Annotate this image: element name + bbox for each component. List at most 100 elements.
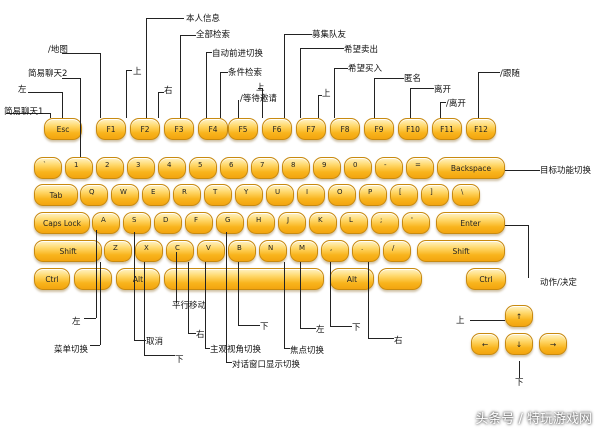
leader-line: [146, 18, 184, 19]
key-q: Q: [80, 184, 108, 206]
label-cancel: 取消: [146, 337, 164, 347]
key-f2: F2: [130, 118, 160, 140]
label-left-bottom: 左: [72, 317, 81, 327]
key-label: [: [399, 188, 402, 196]
key-label: F8: [340, 124, 350, 134]
leader-line: [205, 348, 210, 349]
leader-line: [134, 232, 135, 340]
key-v: V: [197, 240, 225, 262]
key-8: 8: [282, 157, 310, 179]
key-f12: F12: [466, 118, 496, 140]
key-label: F12: [474, 124, 488, 134]
leader-line: [238, 262, 239, 325]
label-dialog-switch: 对话窗口显示切换: [232, 360, 301, 370]
leader-line: [374, 78, 404, 79]
key-f6: F6: [262, 118, 292, 140]
key-label: -: [384, 161, 387, 169]
leader-line: [478, 72, 479, 118]
key-f1: F1: [96, 118, 126, 140]
label-parallel: 平行移动: [172, 301, 207, 311]
key-label: H: [256, 216, 262, 224]
leader-line: [188, 262, 189, 333]
key-y: Y: [235, 184, 263, 206]
key-label: S: [132, 216, 137, 224]
label-action: 动作/决定: [540, 278, 577, 288]
key-label: [75, 269, 111, 289]
key-symbol: -: [375, 157, 403, 179]
key-w: W: [111, 184, 139, 206]
key-2: 2: [96, 157, 124, 179]
leader-line: [318, 95, 319, 118]
leader-line: [334, 68, 335, 118]
key-label: U: [275, 188, 281, 196]
leader-line: [126, 70, 127, 118]
leader-line: [300, 328, 316, 329]
leader-line: [440, 102, 446, 103]
key-label: X: [144, 244, 149, 252]
key-r: R: [173, 184, 201, 206]
key-5: 5: [189, 157, 217, 179]
key-i: I: [297, 184, 325, 206]
label-right-1: 右: [164, 86, 173, 96]
leader-line: [126, 70, 132, 71]
key-label: B: [237, 244, 242, 252]
key-label: ↑: [515, 311, 523, 321]
key-a: A: [92, 212, 120, 234]
key-caps-lock: Caps Lock: [34, 212, 90, 234]
key-label: F3: [174, 124, 184, 134]
key-label: Q: [89, 188, 95, 196]
key-1: 1: [65, 157, 93, 179]
key-h: H: [247, 212, 275, 234]
key-label: F4: [208, 124, 218, 134]
key-f8: F8: [330, 118, 360, 140]
key-label: Alt: [132, 274, 144, 284]
label-menu-switch: 菜单切换: [54, 345, 89, 355]
key-label: 5: [198, 161, 203, 169]
key-label: Backspace: [450, 163, 492, 173]
key-label: L: [349, 216, 353, 224]
leader-line: [100, 262, 101, 345]
key-symbol: =: [406, 157, 434, 179]
leader-line: [180, 35, 196, 36]
key-p: P: [359, 184, 387, 206]
key-label: Ctrl: [45, 274, 59, 284]
key-f9: F9: [364, 118, 394, 140]
key-symbol: ,: [321, 240, 349, 262]
key-f3: F3: [164, 118, 194, 140]
leader-line: [100, 53, 101, 118]
key-label: ': [411, 216, 413, 224]
key-label: 9: [322, 161, 327, 169]
key-n: N: [259, 240, 287, 262]
label-self-info: 本人信息: [186, 14, 221, 24]
leader-line: [176, 252, 177, 303]
key-o: O: [328, 184, 356, 206]
key-f7: F7: [296, 118, 326, 140]
key-symbol: \: [452, 184, 480, 206]
leader-line: [62, 53, 100, 54]
key-enter: Enter: [436, 212, 505, 234]
key-6: 6: [220, 157, 248, 179]
key-9: 9: [313, 157, 341, 179]
key-label: 0: [353, 161, 358, 169]
key-label: N: [268, 244, 274, 252]
leader-line: [158, 92, 159, 118]
key-label: Z: [113, 244, 118, 252]
label-left-top: 左: [18, 85, 27, 95]
label-simple-chat1: 简易聊天1: [4, 107, 44, 117]
key-symbol: /: [383, 240, 411, 262]
key-label: Tab: [49, 190, 63, 200]
label-cond-search: 条件检索: [228, 68, 263, 78]
leader-line: [368, 262, 369, 338]
label-up-4: 上: [456, 316, 465, 326]
key-k: K: [309, 212, 337, 234]
key-symbol: ;: [371, 212, 399, 234]
leader-line: [284, 34, 312, 35]
leader-line: [440, 102, 441, 118]
key-d: D: [154, 212, 182, 234]
leader-line: [220, 72, 221, 118]
key-label: F5: [238, 124, 248, 134]
label-up-3: 上: [322, 89, 331, 99]
leader-line: [300, 262, 301, 328]
key-backspace: Backspace: [437, 157, 505, 179]
label-right-2: 右: [196, 330, 205, 340]
